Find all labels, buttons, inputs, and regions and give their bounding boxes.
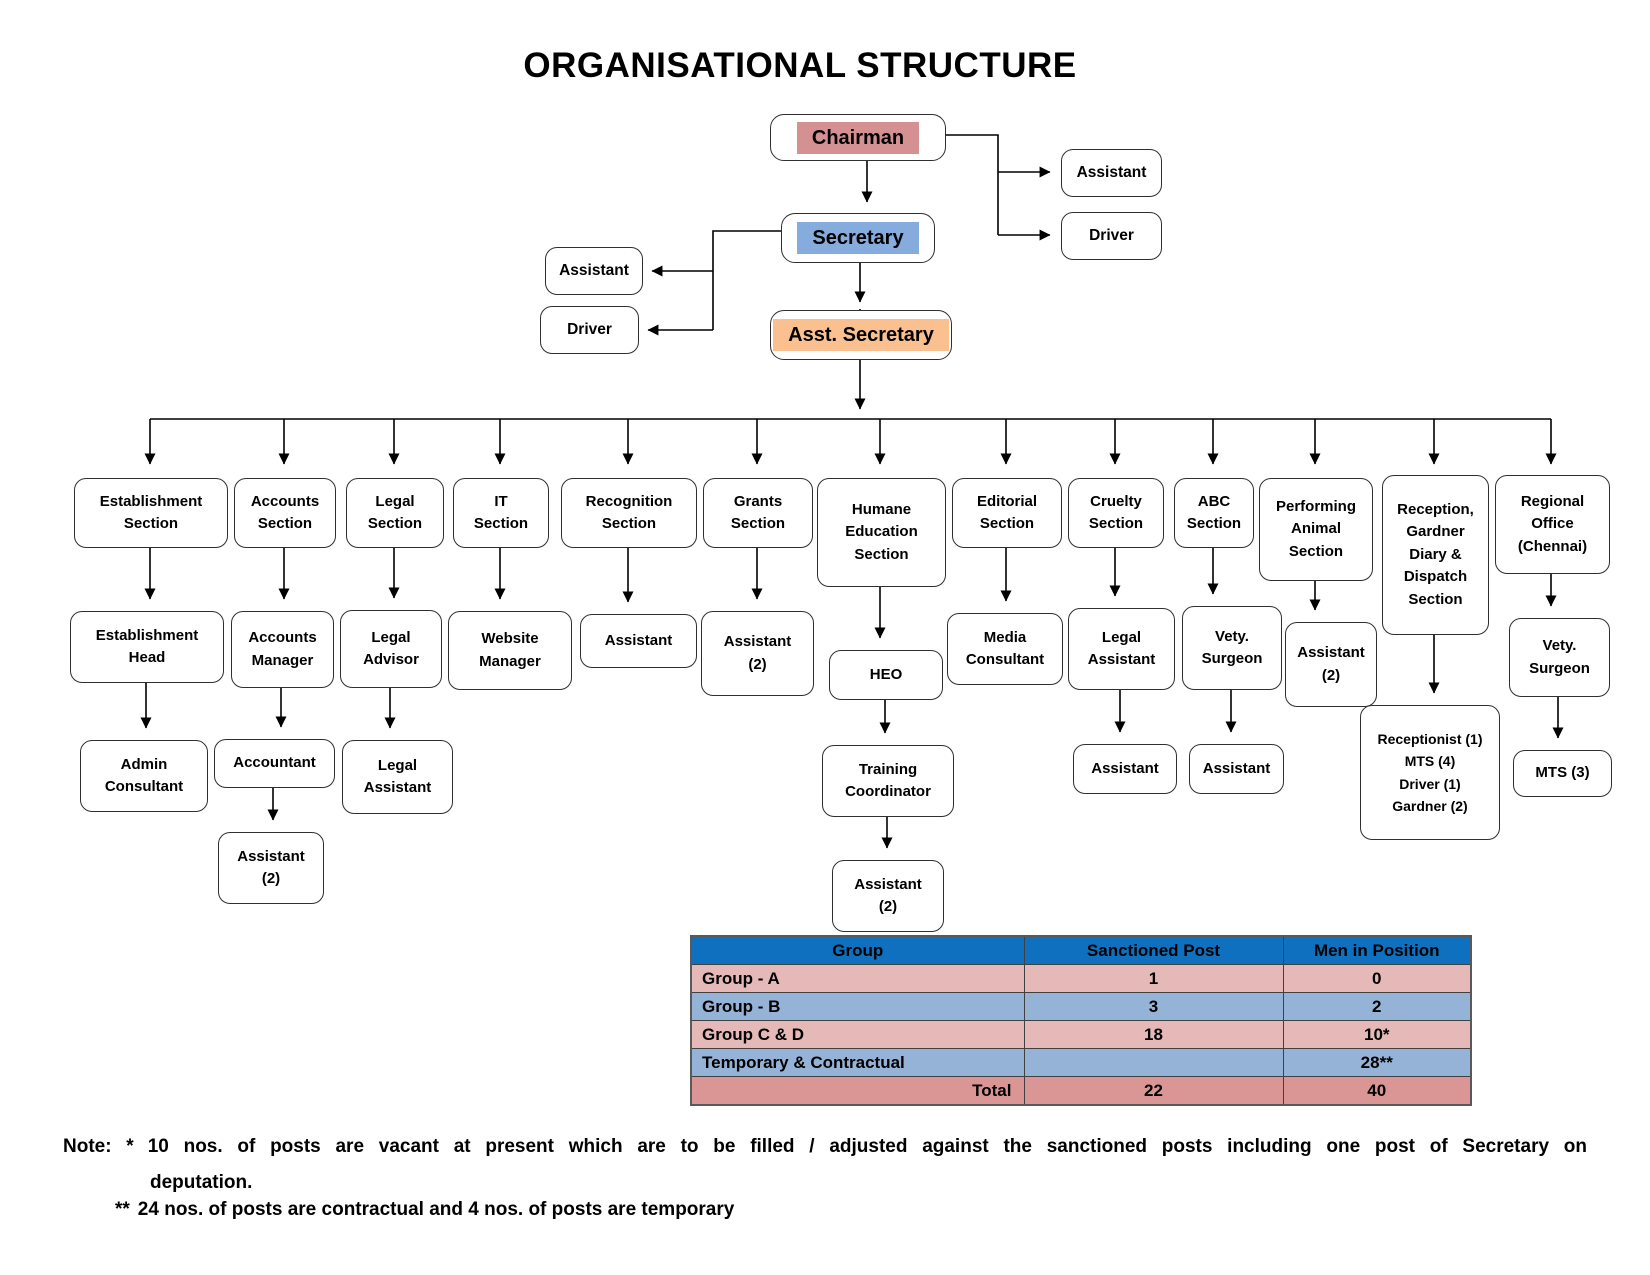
connector — [712, 230, 781, 330]
node-secretary: Secretary — [781, 213, 935, 263]
node-assistant-accounts: Assistant (2) — [218, 832, 324, 904]
node-performing-animal-section: Performing Animal Section — [1259, 478, 1373, 581]
note-line-3: ** 24 nos. of posts are contractual and 4… — [115, 1199, 734, 1221]
node-accountant: Accountant — [214, 739, 335, 788]
node-recognition-section: Recognition Section — [561, 478, 697, 548]
connector — [944, 134, 999, 235]
chairman-label: Chairman — [796, 121, 920, 154]
table-row-group-b: Group - B 3 2 — [690, 992, 1472, 1021]
node-reception-gardner-diary-dispatch-section: Reception, Gardner Diary & Dispatch Sect… — [1382, 475, 1489, 635]
node-establishment-head: Establishment Head — [70, 611, 224, 683]
node-assistant-abc: Assistant — [1189, 744, 1284, 794]
node-website-manager: Website Manager — [448, 611, 572, 690]
note-line-1: Note: * 10 nos. of posts are vacant at pr… — [63, 1136, 1587, 1158]
secretary-label: Secretary — [797, 222, 919, 254]
note-line-2: deputation. — [150, 1172, 253, 1193]
table-header-row: Group Sanctioned Post Men in Position — [690, 935, 1472, 965]
node-training-coordinator: Training Coordinator — [822, 745, 954, 817]
table-row-temporary-contractual: Temporary & Contractual 28** — [690, 1048, 1472, 1077]
node-mts-regional: MTS (3) — [1513, 750, 1612, 797]
node-it-section: IT Section — [453, 478, 549, 548]
col-header-sanctioned-post: Sanctioned Post — [1023, 935, 1284, 965]
asst-secretary-label: Asst. Secretary — [773, 319, 949, 351]
node-editorial-section: Editorial Section — [952, 478, 1062, 548]
node-assistant-humane: Assistant (2) — [832, 860, 944, 932]
page-title: ORGANISATIONAL STRUCTURE — [523, 46, 1077, 85]
node-assistant-grants: Assistant (2) — [701, 611, 814, 696]
node-admin-consultant: Admin Consultant — [80, 740, 208, 812]
note-prefix: Note: * — [63, 1136, 134, 1157]
table-row-group-cd: Group C & D 18 10* — [690, 1020, 1472, 1049]
col-header-group: Group — [690, 935, 1025, 965]
node-heo: HEO — [829, 650, 943, 700]
node-driver-secretary-staff: Driver — [540, 306, 639, 354]
table-row-total: Total 22 40 — [690, 1076, 1472, 1106]
node-regional-office-chennai: Regional Office (Chennai) — [1495, 475, 1610, 574]
node-legal-advisor: Legal Advisor — [340, 610, 442, 688]
node-humane-education-section: Humane Education Section — [817, 478, 946, 587]
node-assistant-recognition: Assistant — [580, 614, 697, 668]
node-accounts-manager: Accounts Manager — [231, 611, 334, 688]
node-driver-chairman: Driver — [1061, 212, 1162, 260]
node-accounts-section: Accounts Section — [234, 478, 336, 548]
node-assistant-cruelty: Assistant — [1073, 744, 1177, 794]
node-asst-secretary: Asst. Secretary — [770, 310, 952, 360]
summary-table: Group Sanctioned Post Men in Position Gr… — [690, 935, 1472, 1106]
note-line-1-text: 10 nos. of posts are vacant at present w… — [147, 1136, 1587, 1157]
node-abc-section: ABC Section — [1174, 478, 1254, 548]
node-grants-section: Grants Section — [703, 478, 813, 548]
node-assistant-secretary-staff: Assistant — [545, 247, 643, 295]
node-assistant-performing: Assistant (2) — [1285, 622, 1377, 707]
node-establishment-section: Establishment Section — [74, 478, 228, 548]
node-media-consultant: Media Consultant — [947, 613, 1063, 685]
node-vety-surgeon-abc: Vety. Surgeon — [1182, 606, 1282, 690]
node-legal-assistant-cruelty: Legal Assistant — [1068, 608, 1175, 690]
node-assistant-chairman: Assistant — [1061, 149, 1162, 197]
node-chairman: Chairman — [770, 114, 946, 161]
note-line-3-prefix: ** — [115, 1199, 130, 1220]
table-row-group-a: Group - A 1 0 — [690, 964, 1472, 993]
node-legal-assistant: Legal Assistant — [342, 740, 453, 814]
col-header-men-in-position: Men in Position — [1282, 935, 1472, 965]
note-line-3-text: 24 nos. of posts are contractual and 4 n… — [137, 1199, 735, 1220]
node-cruelty-section: Cruelty Section — [1068, 478, 1164, 548]
node-vety-surgeon-regional: Vety. Surgeon — [1509, 618, 1610, 697]
node-reception-staff: Receptionist (1) MTS (4) Driver (1) Gard… — [1360, 705, 1500, 840]
node-legal-section: Legal Section — [346, 478, 444, 548]
